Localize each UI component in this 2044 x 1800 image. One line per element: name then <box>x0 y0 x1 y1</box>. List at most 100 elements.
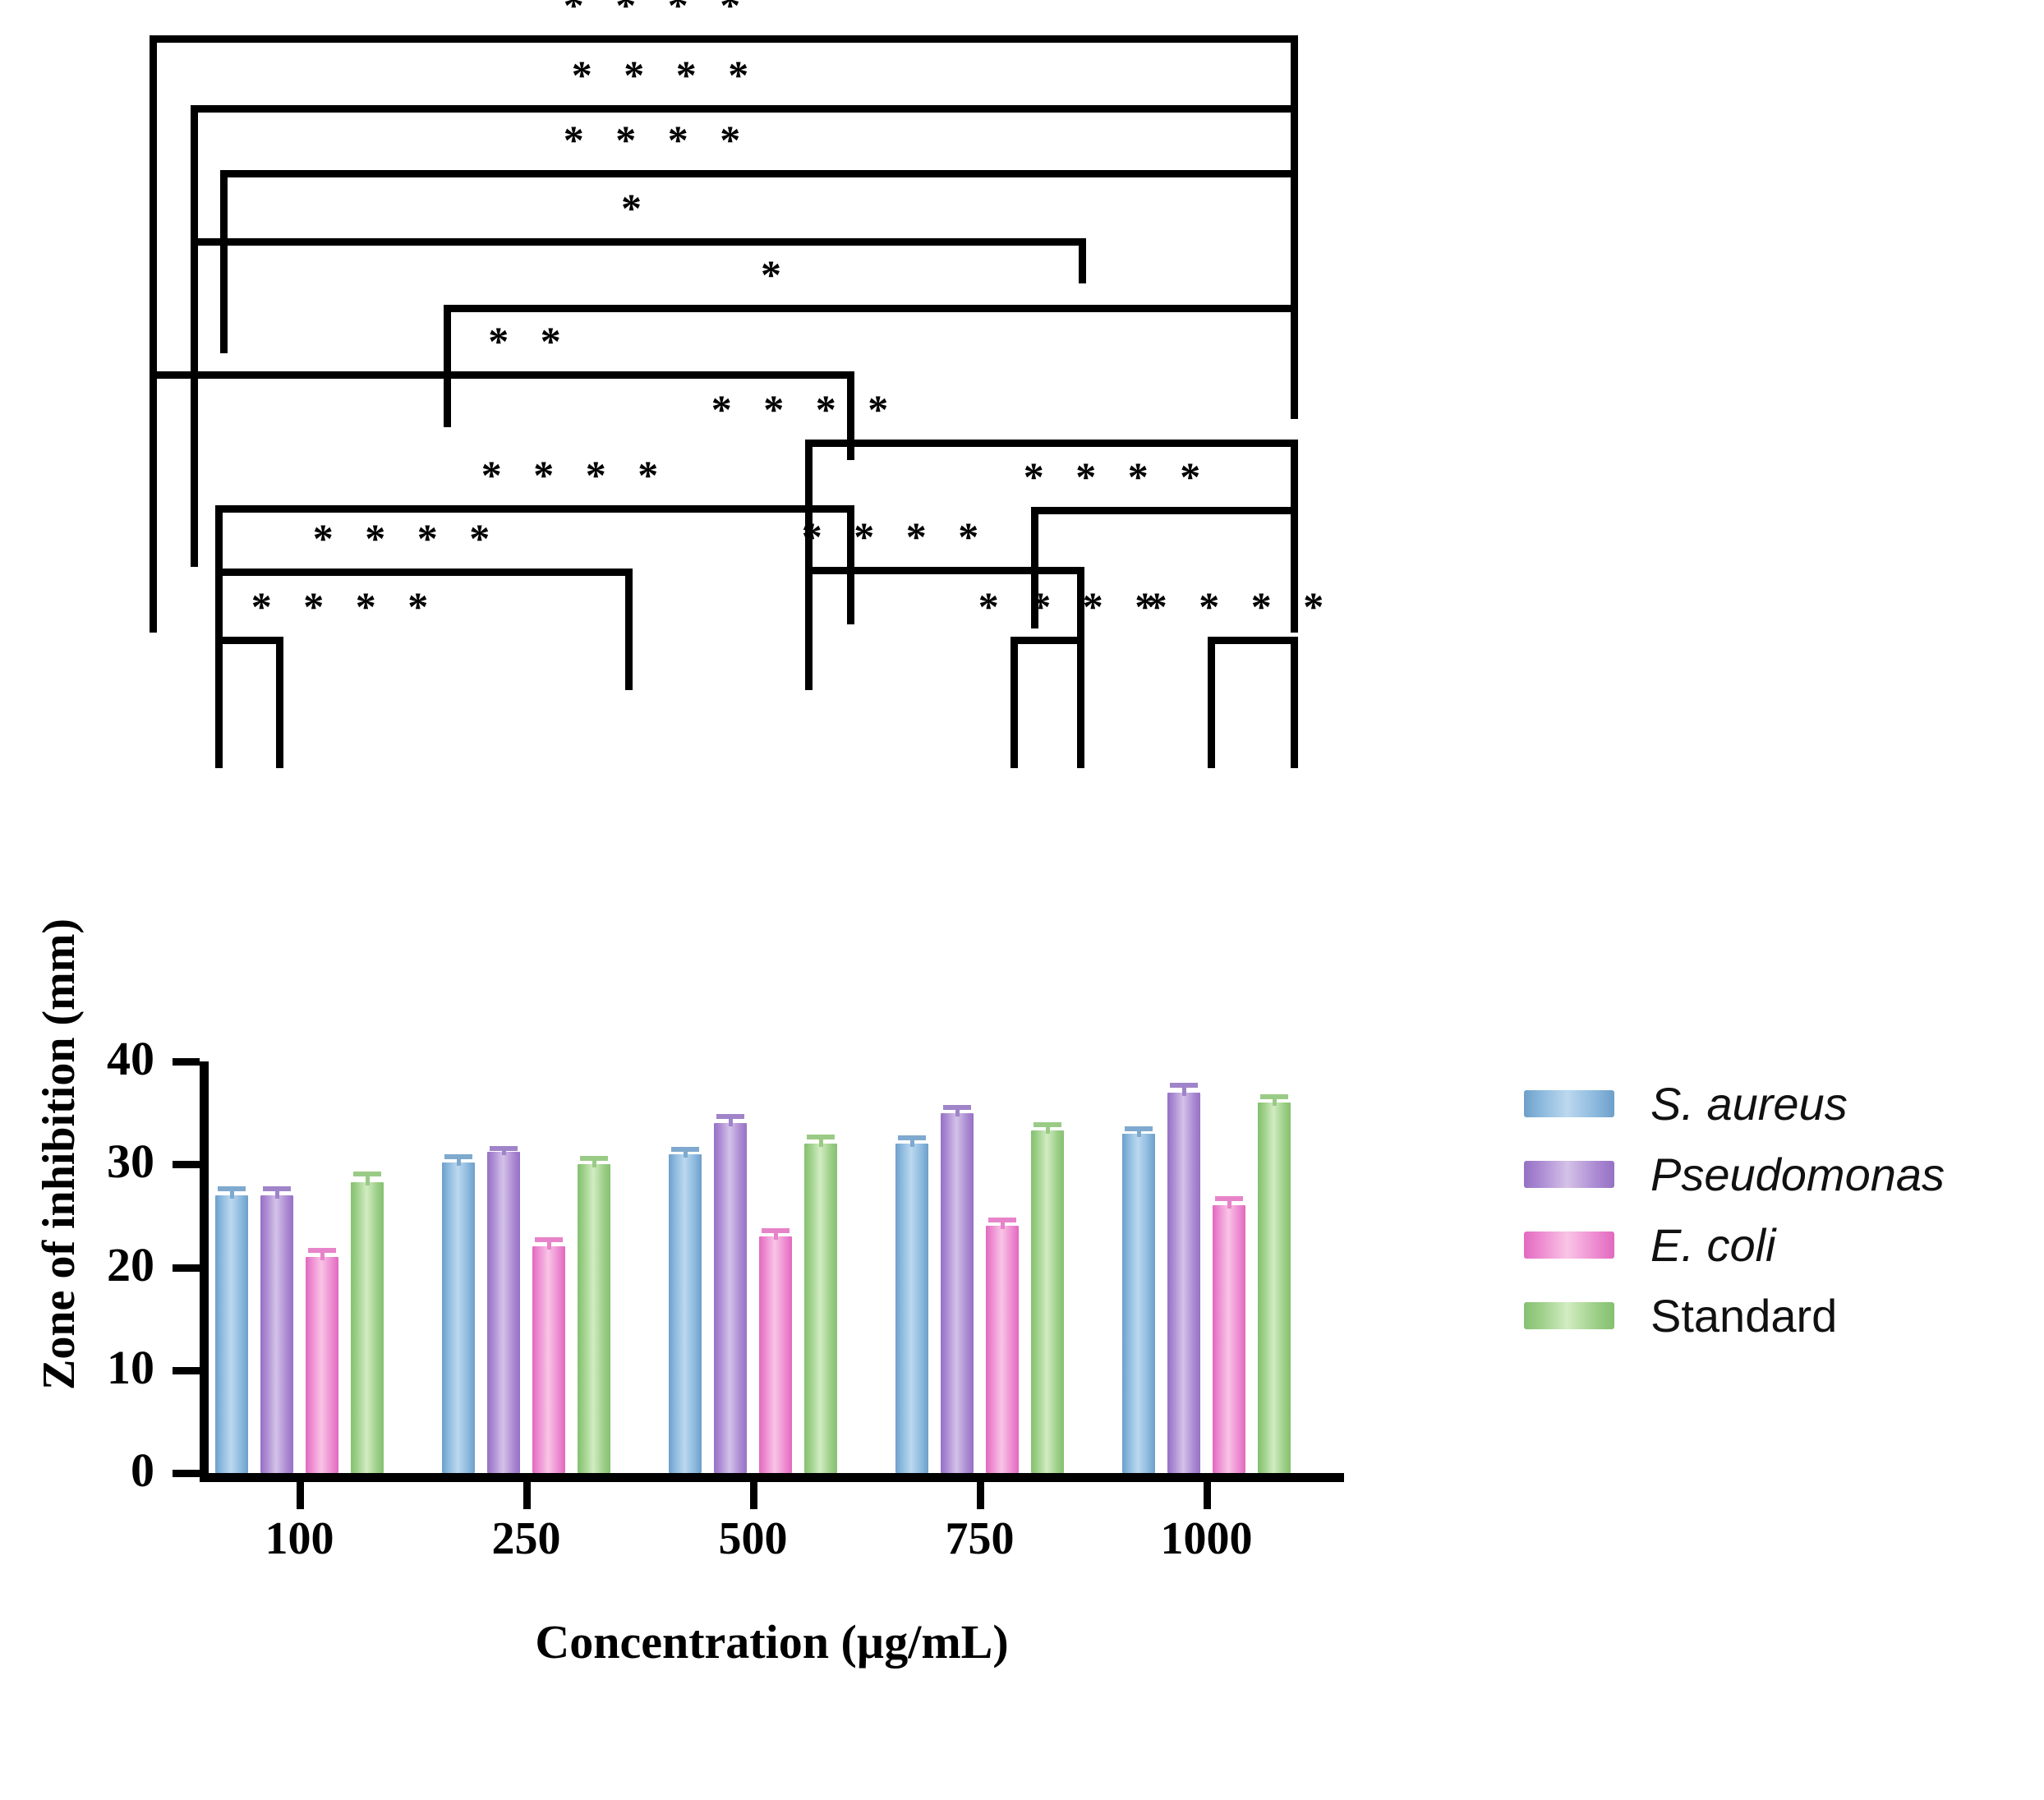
bracket-left-leg <box>150 35 157 567</box>
bar <box>804 1144 837 1473</box>
bracket-right-leg <box>847 505 854 624</box>
legend-label: E. coli <box>1650 1218 1776 1271</box>
error-bar-cap <box>988 1218 1016 1223</box>
error-bar-cap <box>1125 1126 1153 1131</box>
error-bar-cap <box>671 1146 699 1152</box>
bar <box>714 1123 747 1473</box>
y-tick-label-10: 10 <box>107 1340 154 1394</box>
error-bar-stem <box>456 1153 461 1166</box>
bar <box>1213 1205 1245 1473</box>
bracket-left-leg <box>805 440 813 567</box>
y-axis-title: Zone of inhibition (mm) <box>34 918 85 1390</box>
error-bar-stem <box>274 1185 279 1199</box>
y-tick-label-20: 20 <box>107 1237 154 1291</box>
x-tick-label-1000: 1000 <box>1160 1513 1253 1564</box>
y-tick-label-30: 30 <box>107 1135 154 1189</box>
bracket-left-leg <box>1010 637 1018 768</box>
bracket-top-bar <box>215 505 854 513</box>
x-tick-250 <box>523 1482 531 1509</box>
error-bar-cap <box>353 1172 381 1177</box>
significance-stars: * * * * <box>711 386 900 432</box>
error-bar-cap <box>1170 1083 1198 1089</box>
significance-stars: * * * * <box>563 117 752 163</box>
bracket-left-leg <box>215 637 223 768</box>
y-tick-40 <box>173 1058 200 1066</box>
legend-swatch-icon <box>1524 1231 1614 1259</box>
bracket-top-bar <box>220 170 1298 177</box>
bar <box>1122 1133 1155 1473</box>
error-bar-stem <box>1272 1094 1277 1107</box>
bracket-right-leg <box>847 371 854 460</box>
significance-bracket <box>150 371 854 633</box>
bracket-right-leg <box>1291 305 1298 419</box>
legend-swatch-icon <box>1524 1160 1614 1188</box>
bracket-top-bar <box>191 238 1086 246</box>
x-axis-line <box>200 1473 1344 1482</box>
error-bar-stem <box>1045 1121 1050 1134</box>
bar <box>669 1153 702 1473</box>
error-bar-cap <box>1215 1196 1243 1202</box>
bar <box>442 1162 475 1473</box>
bracket-top-bar <box>1010 637 1084 644</box>
bracket-left-leg <box>220 170 228 353</box>
bar <box>895 1144 928 1473</box>
bracket-left-leg <box>150 371 157 633</box>
bar <box>578 1164 610 1473</box>
x-tick-label-750: 750 <box>945 1513 1015 1564</box>
significance-stars: * * <box>488 318 572 364</box>
bracket-left-leg <box>444 305 451 427</box>
error-bar-cap <box>308 1247 336 1253</box>
significance-stars: * * * * <box>1023 453 1212 499</box>
error-bar-stem <box>955 1104 960 1116</box>
error-bar-stem <box>818 1134 823 1148</box>
significance-bracket <box>1208 637 1298 768</box>
x-tick-750 <box>976 1482 984 1509</box>
bracket-right-leg <box>1291 170 1298 311</box>
error-bar-cap <box>444 1153 472 1159</box>
legend-item-pseudomonas[interactable]: Pseudomonas <box>1524 1139 2017 1209</box>
significance-bracket <box>805 567 1084 690</box>
bracket-top-bar <box>191 105 1298 113</box>
bracket-top-bar <box>444 305 1298 312</box>
bar <box>532 1246 565 1473</box>
y-tick-20 <box>173 1264 200 1272</box>
bracket-right-leg <box>1291 507 1298 633</box>
error-bar-stem <box>320 1247 325 1260</box>
y-tick-label-40: 40 <box>107 1032 154 1085</box>
error-bar-stem <box>773 1227 778 1240</box>
significance-bracket <box>191 238 1086 353</box>
error-bar-cap <box>263 1185 291 1191</box>
bar <box>487 1152 520 1473</box>
error-bar-stem <box>683 1146 688 1158</box>
significance-bracket <box>215 569 633 690</box>
bar <box>986 1226 1019 1473</box>
significance-stars: * * * * <box>978 583 1167 629</box>
y-tick-10 <box>173 1366 200 1374</box>
legend-item-s-aureus[interactable]: S. aureus <box>1524 1068 2017 1139</box>
bracket-right-leg <box>276 637 283 768</box>
y-tick-label-0: 0 <box>131 1443 154 1497</box>
bar <box>1167 1092 1200 1473</box>
legend-label: Standard <box>1650 1289 1838 1342</box>
bar <box>260 1195 293 1473</box>
error-bar-cap <box>535 1237 563 1243</box>
significance-stars: * * * * <box>481 452 670 498</box>
error-bar-cap <box>218 1185 246 1191</box>
legend-item-standard[interactable]: Standard <box>1524 1280 2017 1351</box>
significance-bracket <box>1010 637 1084 768</box>
bracket-right-leg <box>625 569 633 690</box>
x-tick-label-250: 250 <box>491 1513 561 1564</box>
bracket-right-leg <box>1291 35 1298 125</box>
bar <box>759 1236 792 1473</box>
significance-bracket <box>220 170 1298 353</box>
legend-label: Pseudomonas <box>1650 1148 1945 1200</box>
bracket-top-bar <box>1031 507 1298 514</box>
bar <box>215 1195 248 1473</box>
error-bar-cap <box>762 1227 790 1233</box>
legend-item-e-coli[interactable]: E. coli <box>1524 1209 2017 1280</box>
significance-stars: * * * * <box>251 583 440 629</box>
bracket-top-bar <box>805 440 1298 447</box>
x-tick-label-100: 100 <box>265 1513 334 1564</box>
